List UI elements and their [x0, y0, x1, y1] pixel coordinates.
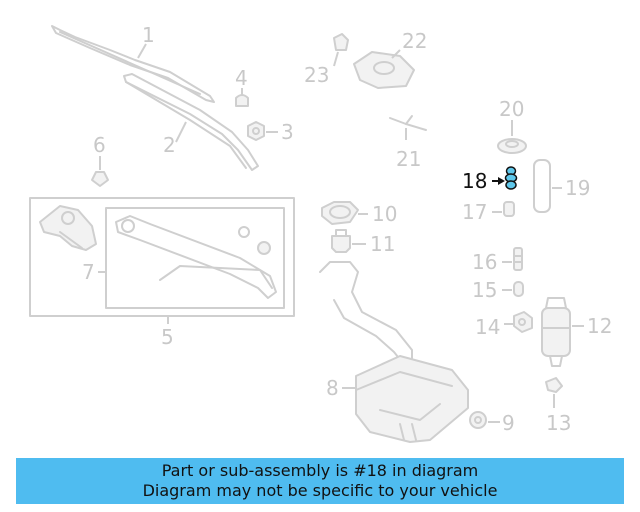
- callout-17: 17: [462, 200, 487, 224]
- washer-reservoir-part: [319, 261, 469, 443]
- callout-22-leader: [391, 49, 401, 59]
- hose-connector-21-part: [389, 115, 427, 131]
- callout-23: 23: [304, 63, 329, 87]
- callout-9: 9: [502, 411, 515, 435]
- callout-4: 4: [235, 66, 248, 90]
- hose-19-part: [533, 159, 551, 213]
- callout-21: 21: [396, 147, 421, 171]
- callout-20: 20: [499, 97, 524, 121]
- washer-pump-12-part: [541, 297, 571, 367]
- callout-1: 1: [142, 23, 155, 47]
- callout-2-leader: [175, 121, 187, 143]
- callout-16: 16: [472, 250, 497, 274]
- part-18-highlighted: [504, 166, 518, 190]
- wiper-motor-part: [39, 205, 97, 251]
- callout-1-leader: [137, 43, 147, 59]
- callout-8: 8: [326, 376, 339, 400]
- arm-nut-part: [247, 121, 265, 141]
- callout-12: 12: [587, 314, 612, 338]
- nozzle-23-part: [333, 33, 349, 51]
- callout-15: 15: [472, 278, 497, 302]
- banner-line-part-number: Part or sub-assembly is #18 in diagram: [161, 461, 479, 480]
- callout-14: 14: [475, 315, 500, 339]
- wiper-linkage-part: [115, 215, 277, 299]
- banner-line-disclaimer: Diagram may not be specific to your vehi…: [142, 481, 498, 500]
- cap-11-part: [331, 229, 351, 253]
- clip-6-part: [91, 171, 109, 187]
- callout-11: 11: [370, 232, 395, 256]
- grommet-9-part: [469, 411, 487, 429]
- callout-18-arrow: [498, 177, 505, 185]
- fitting-17-part: [503, 201, 515, 217]
- grommet-13-part: [545, 377, 563, 393]
- grommet-20-part: [497, 138, 527, 154]
- callout-13: 13: [546, 411, 571, 435]
- assembly-5-box: [29, 197, 295, 317]
- callout-6: 6: [93, 133, 106, 157]
- callout-2: 2: [163, 133, 176, 157]
- arm-cap-part: [235, 94, 249, 107]
- wiper-blade-part: [51, 25, 215, 103]
- info-banner: Part or sub-assembly is #18 in diagram D…: [16, 458, 624, 504]
- callout-5: 5: [161, 325, 174, 349]
- assembly-7-box: [105, 207, 285, 309]
- callout-22: 22: [402, 29, 427, 53]
- callout-19: 19: [565, 176, 590, 200]
- fitting-15-part: [513, 281, 524, 297]
- callout-23-leader: [333, 51, 339, 67]
- seal-10-part: [321, 201, 359, 225]
- connector-14-part: [513, 311, 533, 333]
- nozzle-22-part: [353, 51, 415, 89]
- callout-3: 3: [281, 120, 294, 144]
- callout-10: 10: [372, 202, 397, 226]
- fitting-16-part: [513, 247, 523, 271]
- callout-18: 18: [462, 169, 487, 193]
- callout-7: 7: [82, 260, 95, 284]
- wiper-arm-part: [123, 73, 259, 171]
